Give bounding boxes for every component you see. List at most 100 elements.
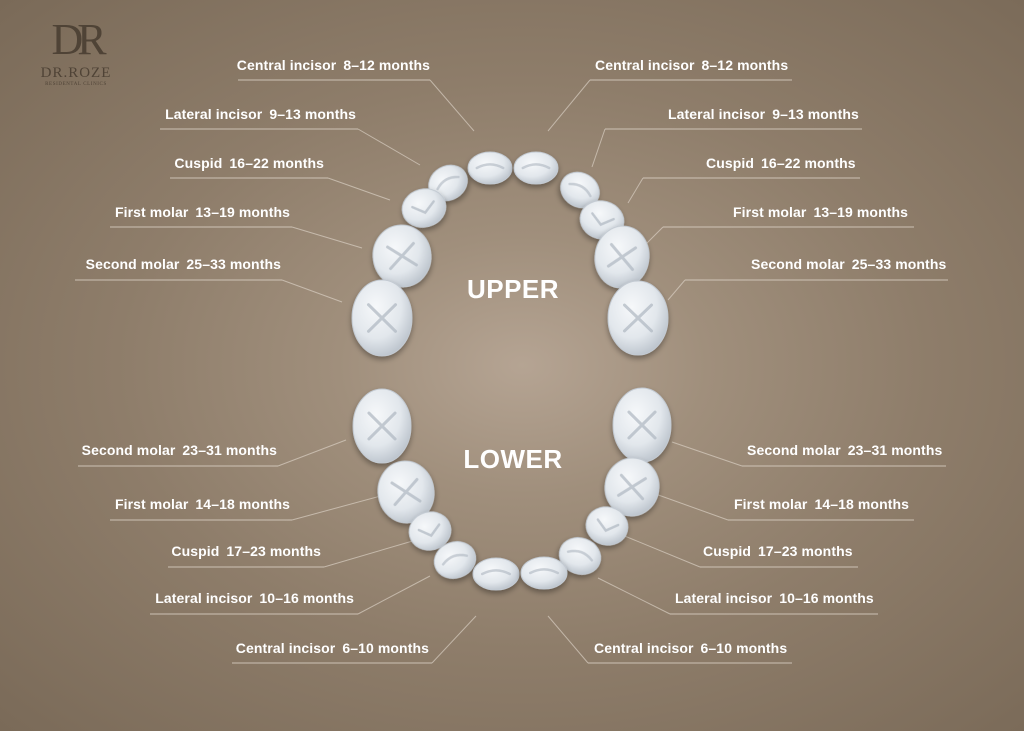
logo-name: DR.ROZE (40, 65, 112, 81)
tooth-fissure (390, 478, 422, 506)
eruption-range: 10–16 months (779, 590, 874, 606)
tooth-edge (441, 553, 469, 566)
tooth-fissure (606, 243, 638, 271)
tooth-crown (520, 556, 568, 590)
eruption-range: 6–10 months (342, 640, 429, 656)
tooth-fissure (411, 200, 435, 215)
lower-central-incisor-left-tooth (472, 557, 520, 591)
lower-cuspid-right-tooth (585, 506, 629, 546)
lower-second-molar-left-tooth (352, 388, 412, 464)
tooth-name: Lateral incisor (675, 590, 773, 606)
tooth-name: Lateral incisor (668, 106, 766, 122)
tooth-name: Cuspid (706, 155, 755, 171)
leader-pointer (429, 79, 475, 132)
eruption-range: 25–33 months (186, 256, 281, 272)
tooth-fissure (386, 241, 418, 271)
eruption-range: 23–31 months (847, 442, 943, 458)
tooth-crown (408, 511, 452, 551)
upper-jaw-title: UPPER (466, 274, 560, 304)
tooth-name: Second molar (751, 256, 845, 272)
leader-pointer (671, 441, 743, 467)
tooth-fissure (591, 212, 615, 227)
eruption-range: 10–16 months (259, 590, 354, 606)
tooth-crown (472, 557, 520, 591)
tooth-crown (585, 506, 629, 546)
tooth-name: Cuspid (174, 155, 223, 171)
tooth-name: Second molar (85, 256, 180, 272)
label-lower-left-central-incisor: Central incisor 6–10 months (236, 639, 429, 657)
label-lower-right-lateral-incisor: Lateral incisor 10–16 months (675, 589, 874, 607)
leader-pointer (547, 615, 589, 664)
leader-pointer (327, 177, 391, 201)
lower-jaw-title: LOWER (463, 444, 563, 474)
tooth-name: First molar (733, 204, 807, 220)
tooth-edge (475, 163, 505, 170)
tooth-name: First molar (114, 496, 189, 512)
label-upper-right-cuspid: Cuspid 16–22 months (706, 154, 856, 172)
eruption-range: 8–12 months (343, 57, 430, 73)
eruption-range: 9–13 months (772, 106, 859, 122)
leader-pointer (614, 531, 701, 568)
tooth-edge (521, 163, 551, 170)
tooth-name: Central incisor (235, 640, 336, 656)
label-upper-left-second-molar: Second molar 25–33 months (86, 255, 281, 273)
tooth-name: First molar (734, 496, 808, 512)
leader-pointer (277, 439, 347, 467)
tooth-edge (528, 568, 560, 575)
leader-pointer (291, 493, 389, 521)
tooth-name: Cuspid (703, 543, 752, 559)
lower-first-molar-left-tooth (377, 460, 435, 524)
lower-lateral-incisor-right-tooth (558, 537, 602, 575)
tooth-name: Second molar (81, 442, 176, 458)
upper-central-incisor-right-tooth (513, 151, 559, 185)
logo-subtitle: RESIDENTAL CLINICS (45, 82, 107, 87)
eruption-range: 6–10 months (700, 640, 788, 656)
leader-pointer (431, 615, 477, 664)
leader-pointer (357, 575, 431, 615)
tooth-fissure (367, 411, 397, 441)
upper-lateral-incisor-left-tooth (428, 164, 468, 202)
upper-central-incisor-left-tooth (467, 151, 513, 185)
tooth-fissure (617, 473, 647, 501)
eruption-range: 8–12 months (701, 57, 789, 73)
tooth-crown (433, 541, 477, 579)
upper-second-molar-left-tooth (351, 279, 413, 357)
upper-first-molar-left-tooth (372, 224, 432, 288)
tooth-name: Central incisor (595, 57, 695, 73)
tooth-fissure (367, 303, 397, 333)
upper-second-molar-right-tooth (607, 280, 669, 356)
leader-pointer (591, 128, 606, 168)
tooth-name: First molar (114, 204, 189, 220)
eruption-range: 17–23 months (758, 543, 853, 559)
tooth-fissure (627, 410, 657, 440)
label-upper-right-lateral-incisor: Lateral incisor 9–13 months (668, 105, 859, 123)
tooth-name: Second molar (747, 442, 841, 458)
label-upper-right-central-incisor: Central incisor 8–12 months (595, 56, 788, 74)
tooth-edge (480, 569, 512, 576)
lower-cuspid-left-tooth (408, 511, 452, 551)
tooth-fissure (417, 523, 441, 538)
tooth-name: Lateral incisor (165, 106, 263, 122)
eruption-range: 17–23 months (226, 543, 321, 559)
tooth-crown (560, 171, 600, 209)
eruption-range: 14–18 months (195, 496, 290, 512)
label-lower-left-first-molar: First molar 14–18 months (115, 495, 290, 513)
tooth-crown (513, 151, 559, 185)
leader-pointer (597, 577, 671, 615)
label-lower-right-cuspid: Cuspid 17–23 months (703, 542, 853, 560)
tooth-edge (566, 549, 594, 562)
logo-monogram: DR (51, 15, 106, 64)
eruption-range: 16–22 months (761, 155, 856, 171)
eruption-range: 9–13 months (269, 106, 356, 122)
tooth-edge (436, 175, 460, 191)
